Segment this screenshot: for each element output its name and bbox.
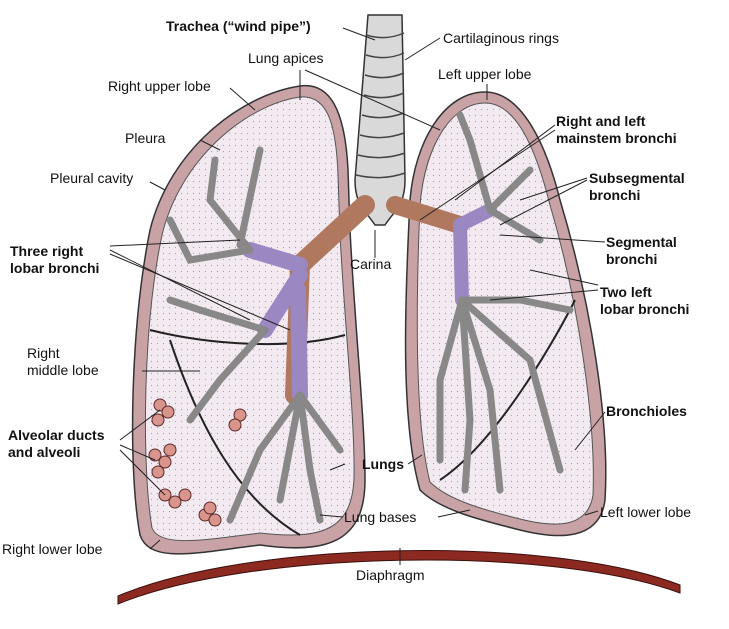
label-lung-bases: Lung bases xyxy=(344,509,417,525)
label-left-lower-lobe: Left lower lobe xyxy=(600,504,692,520)
bronchi-tree xyxy=(166,111,574,524)
alveoli-clusters xyxy=(148,398,247,527)
diaphragm-shape xyxy=(117,550,681,605)
trachea-shape xyxy=(354,14,406,226)
label-left-upper-lobe: Left upper lobe xyxy=(438,66,532,82)
label-bronchioles: Bronchioles xyxy=(606,403,687,419)
label-cartilaginous-rings: Cartilaginous rings xyxy=(443,30,559,46)
label-lungs: Lungs xyxy=(362,456,404,472)
label-lung-apices: Lung apices xyxy=(248,50,324,66)
label-right-upper-lobe: Right upper lobe xyxy=(108,78,211,94)
left-lung xyxy=(404,91,607,537)
leader-lines xyxy=(109,27,606,565)
label-pleura: Pleura xyxy=(125,130,166,146)
label-pleural-cavity: Pleural cavity xyxy=(50,170,134,186)
label-diaphragm: Diaphragm xyxy=(356,567,425,583)
label-right-lower-lobe: Right lower lobe xyxy=(2,541,103,557)
label-trachea: Trachea (“wind pipe”) xyxy=(166,18,311,34)
label-carina: Carina xyxy=(350,256,392,272)
